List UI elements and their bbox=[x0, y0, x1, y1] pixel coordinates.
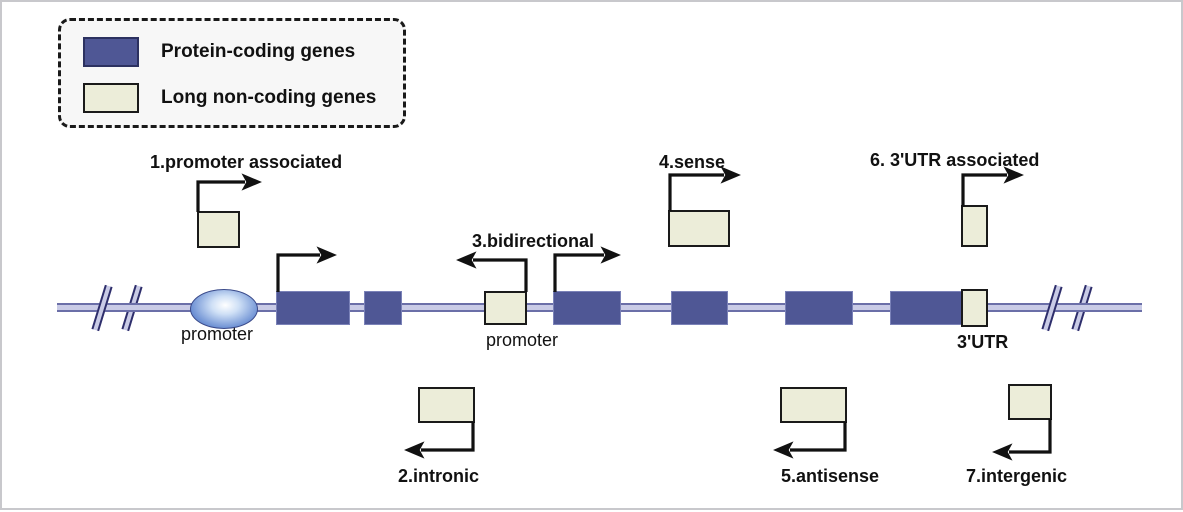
arrow-6-3utr-associated bbox=[961, 166, 1024, 207]
exon-2 bbox=[364, 291, 402, 325]
dna-backbone-right-stub bbox=[1070, 303, 1142, 312]
exon-5 bbox=[785, 291, 853, 325]
label-3-bidirectional: 3.bidirectional bbox=[472, 231, 595, 251]
lncrna-box-4-sense bbox=[668, 210, 730, 247]
exon-1 bbox=[276, 291, 350, 325]
exon-6 bbox=[890, 291, 963, 325]
label-5-antisense: 5.antisense bbox=[781, 466, 880, 486]
dna-intron-1 bbox=[342, 303, 372, 312]
exon-3 bbox=[553, 291, 621, 325]
label-6-3utr-associated: 6. 3'UTR associated bbox=[870, 150, 1040, 170]
arrow-tss-gene-2 bbox=[553, 246, 621, 292]
label-7-intergenic: 7.intergenic bbox=[966, 466, 1068, 486]
arrow-5-antisense bbox=[773, 422, 847, 459]
arrow-1-promoter-associated bbox=[196, 173, 262, 212]
promoter-left-label: promoter bbox=[181, 324, 254, 344]
arrow-7-intergenic bbox=[992, 419, 1052, 461]
legend-item-long-non-coding: Long non-coding genes bbox=[83, 83, 376, 113]
bidirectional-promoter-box bbox=[484, 291, 527, 325]
dna-backbone-downstream bbox=[984, 303, 1074, 312]
dna-intergenic-spacer bbox=[522, 303, 560, 312]
label-4-sense: 4.sense bbox=[659, 152, 726, 172]
dna-intron-3 bbox=[614, 303, 676, 312]
dna-intron-2 bbox=[397, 303, 492, 312]
promoter-bidirectional-label: promoter bbox=[486, 330, 559, 350]
dna-intron-5 bbox=[847, 303, 897, 312]
arrow-3-bidirectional bbox=[456, 251, 528, 292]
label-2-intronic: 2.intronic bbox=[398, 466, 480, 486]
legend-label-protein-coding: Protein-coding genes bbox=[161, 41, 356, 62]
label-1-promoter-associated: 1.promoter associated bbox=[150, 152, 343, 172]
legend-label-long-non-coding: Long non-coding genes bbox=[161, 87, 377, 108]
arrow-tss-gene-1 bbox=[276, 246, 337, 292]
legend-item-protein-coding: Protein-coding genes bbox=[83, 37, 355, 67]
lncrna-box-1-promoter-associated bbox=[197, 211, 240, 248]
lncrna-box-6-3utr-associated bbox=[961, 205, 988, 247]
legend-swatch-long-non-coding bbox=[83, 83, 139, 113]
arrow-2-intronic bbox=[404, 422, 475, 459]
promoter-oval-icon bbox=[190, 289, 258, 329]
legend-box: Protein-coding genes Long non-coding gen… bbox=[58, 18, 406, 128]
legend-swatch-protein-coding bbox=[83, 37, 139, 67]
arrow-4-sense bbox=[668, 166, 741, 211]
three-prime-utr-box bbox=[961, 289, 988, 327]
dna-intron-4 bbox=[721, 303, 791, 312]
three-prime-utr-label: 3'UTR bbox=[957, 332, 1009, 352]
dna-backbone-left-stub bbox=[57, 303, 127, 312]
lncrna-box-5-antisense bbox=[780, 387, 847, 423]
lncrna-box-7-intergenic bbox=[1008, 384, 1052, 420]
exon-4 bbox=[671, 291, 728, 325]
lncrna-box-2-intronic bbox=[418, 387, 475, 423]
